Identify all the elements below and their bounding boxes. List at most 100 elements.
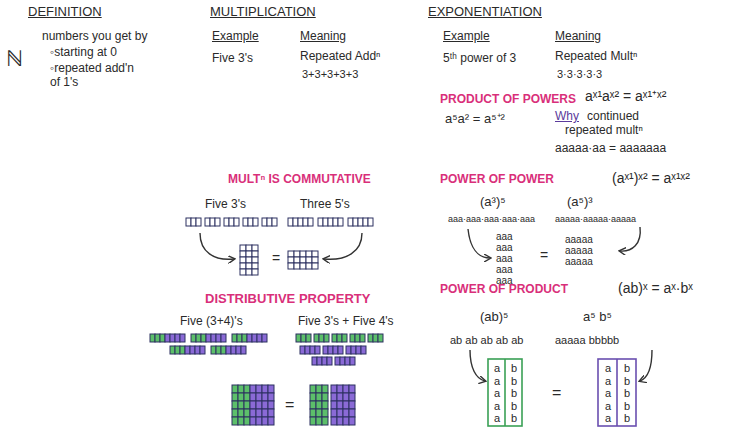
grid-cell — [310, 409, 316, 417]
grid-cell — [232, 401, 238, 409]
section-heading: POWER OF PRODUCT — [440, 283, 568, 297]
grid-cell — [343, 409, 349, 417]
arrows — [200, 227, 652, 381]
section-heading: DISTRIBUTIVE PROPERTY — [205, 292, 370, 307]
grid-cell — [240, 251, 246, 257]
unit-block — [221, 346, 226, 354]
unit-block — [210, 218, 215, 226]
grid-cell — [310, 417, 316, 425]
unit-block — [243, 218, 248, 226]
unit-block — [350, 334, 355, 342]
grid-cell — [331, 417, 337, 425]
unit-block — [342, 334, 347, 342]
grid-cell — [322, 401, 328, 409]
unit-block — [358, 218, 363, 226]
grid-cell — [306, 263, 312, 269]
unit-block — [338, 346, 343, 354]
unit-block — [356, 346, 361, 354]
grid-cell — [262, 417, 268, 425]
grid-cell — [306, 251, 312, 257]
curved-arrow — [324, 233, 362, 259]
section-heading: PRODUCT OF POWERS — [440, 93, 576, 107]
unit-block — [378, 334, 383, 342]
grid-cell — [294, 251, 300, 257]
note-text: Why — [555, 110, 579, 124]
grid-cell — [349, 385, 355, 393]
note-text: ab ab ab ab ab — [450, 334, 523, 347]
grid-cell — [240, 257, 246, 263]
note-text: aaa — [496, 264, 513, 276]
grid-cell — [246, 251, 252, 257]
unit-block — [345, 357, 350, 365]
grid-cell — [310, 401, 316, 409]
grid-cell — [343, 417, 349, 425]
grid-cell — [288, 257, 294, 263]
grid-cell — [244, 393, 250, 401]
grid-cell — [349, 417, 355, 425]
note-text: Meaning — [555, 30, 601, 44]
curved-arrow — [468, 229, 490, 258]
column-divider — [616, 359, 618, 426]
note-text: continued repeated multⁿ — [565, 110, 657, 138]
unit-block — [303, 218, 308, 226]
unit-block — [216, 346, 221, 354]
grid-cell — [294, 263, 300, 269]
unit-block — [310, 346, 315, 354]
section-heading: POWER OF POWER — [440, 173, 554, 187]
grid-cell — [232, 409, 238, 417]
grid-cell — [316, 409, 322, 417]
unit-block — [353, 218, 358, 226]
note-text: aaa·aaa·aaa·aaa·aaa — [448, 214, 535, 224]
note-text: Three 5's — [300, 198, 350, 212]
grid-cell — [337, 401, 343, 409]
unit-block — [253, 218, 258, 226]
unit-block — [348, 218, 353, 226]
note-text: a⁵a² = a⁵⁺² — [445, 112, 505, 127]
note-text: aaaaa — [565, 245, 593, 257]
grid-cell — [250, 393, 256, 401]
unit-block — [229, 218, 234, 226]
grid-cell — [246, 257, 252, 263]
note-text: 5ᵗʰ power of 3 — [443, 52, 516, 66]
note-text: Repeated Addⁿ — [300, 50, 380, 64]
note-text: ◦repeated add'n of 1's — [50, 62, 142, 90]
note-text: = — [272, 250, 280, 266]
note-text: DEFINITION — [28, 5, 102, 20]
unit-block — [306, 334, 311, 342]
unit-block — [355, 334, 360, 342]
column-box — [598, 359, 636, 426]
unit-block — [368, 334, 373, 342]
grid-cell — [252, 245, 258, 251]
note-text: 3+3+3+3+3 — [302, 68, 358, 81]
unit-block — [180, 346, 185, 354]
unit-block — [335, 357, 340, 365]
unit-block — [191, 218, 196, 226]
grid-cell — [252, 251, 258, 257]
unit-block — [267, 218, 272, 226]
unit-block — [272, 218, 277, 226]
unit-block — [160, 334, 165, 342]
note-text: aaa — [496, 253, 513, 265]
grid-cell — [349, 393, 355, 401]
grid-cell — [300, 257, 306, 263]
note-text: MULTIPLICATION — [210, 5, 316, 20]
unit-block — [196, 218, 201, 226]
grid-cell — [252, 257, 258, 263]
grid-cell — [322, 409, 328, 417]
unit-block — [293, 218, 298, 226]
grid-cell — [312, 263, 318, 269]
unit-block — [333, 218, 338, 226]
unit-block — [150, 334, 155, 342]
unit-block — [200, 346, 205, 354]
grid-cell — [238, 385, 244, 393]
grid-cell — [250, 417, 256, 425]
note-text: = — [552, 384, 561, 402]
note-text: Five 3's — [205, 198, 246, 212]
unit-block — [185, 346, 190, 354]
note-text: Five 3's + Five 4's — [298, 315, 394, 329]
grid-cell — [322, 393, 328, 401]
grid-cell — [240, 269, 246, 275]
unit-block — [373, 334, 378, 342]
unit-block — [191, 334, 196, 342]
unit-block — [215, 218, 220, 226]
